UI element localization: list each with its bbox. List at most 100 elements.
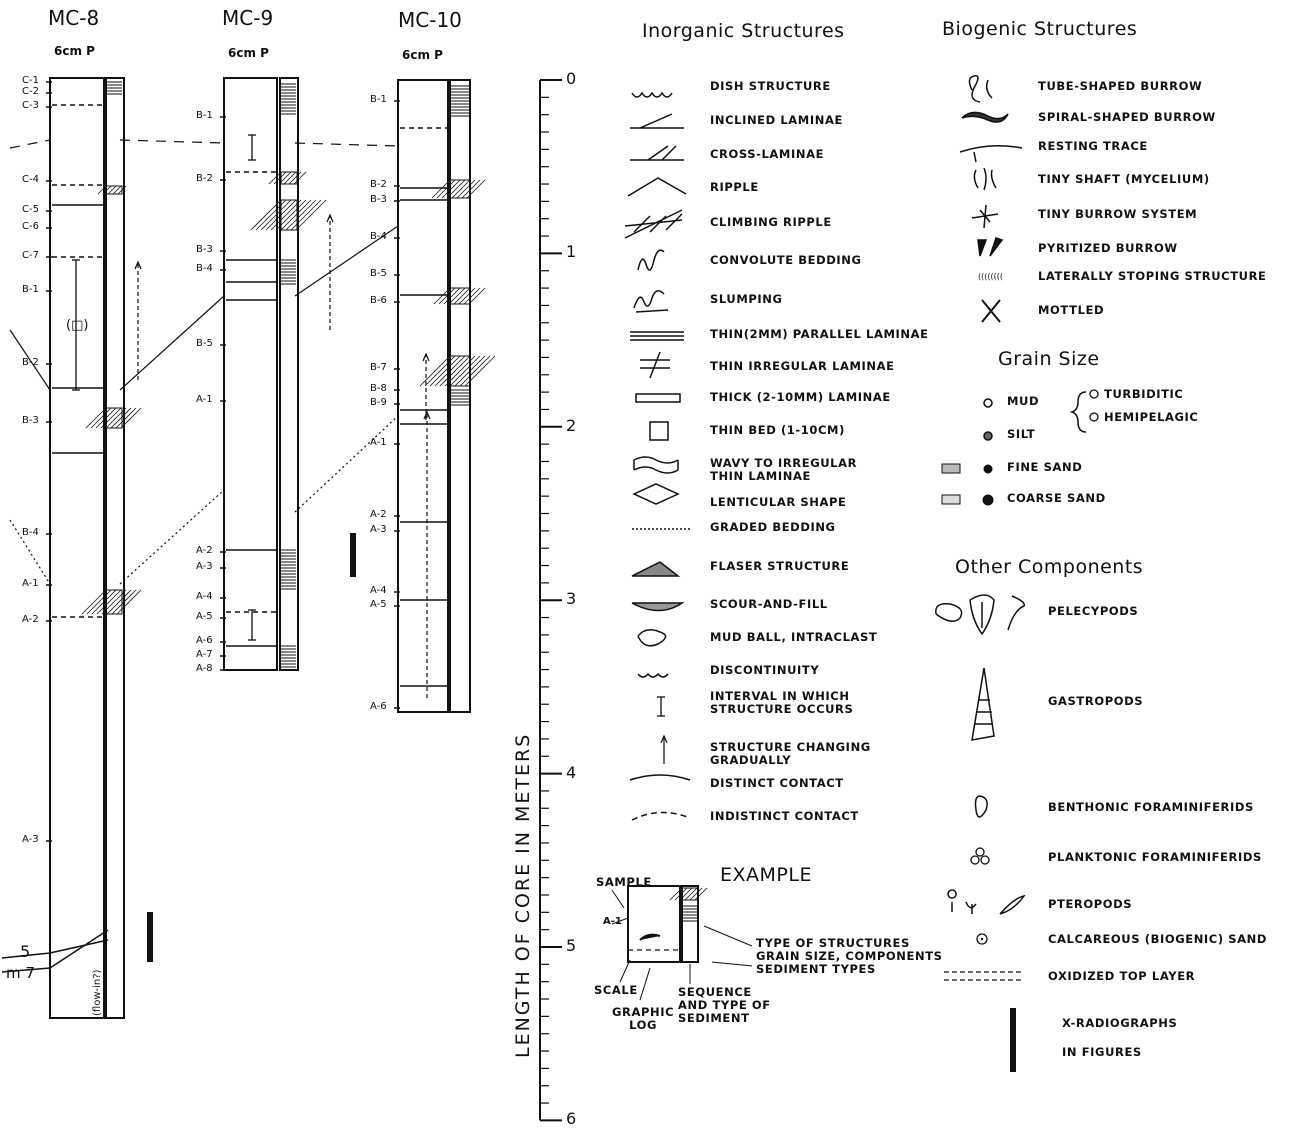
cross-laminae-icon <box>630 146 684 160</box>
xray-bar-mc8 <box>147 912 153 962</box>
sample-label-mc-9-a-3: A-3 <box>196 561 213 572</box>
sample-label-mc-8-a-1: A-1 <box>22 578 39 589</box>
example-pointer <box>704 926 752 946</box>
mc8-scale-m7: m 7 <box>6 964 35 982</box>
mc10-arrow-head <box>423 354 429 361</box>
sample-label-mc-10-a-1: A-1 <box>370 437 387 448</box>
planktonic-foram-icon <box>981 856 989 864</box>
sample-label-mc-9-b-2: B-2 <box>196 173 213 184</box>
sample-label-mc-9-b-5: B-5 <box>196 338 213 349</box>
sample-label-mc-10-b-1: B-1 <box>370 94 387 105</box>
turbiditic-icon <box>1090 390 1098 398</box>
mc8-flow-in-note: (flow-in?) <box>92 970 103 1016</box>
example-sample-label: A-1 <box>603 916 622 927</box>
inorganic-item-12: LENTICULAR SHAPE <box>710 496 847 509</box>
biogenic-item-5: PYRITIZED BURROW <box>1038 242 1178 255</box>
example-pointer <box>612 890 624 908</box>
biogenic-item-2: RESTING TRACE <box>1038 140 1148 153</box>
example-hatch-hatch <box>685 888 697 900</box>
core-title-mc9: MC-9 <box>222 6 273 30</box>
inorganic-item-6: SLUMPING <box>710 293 783 306</box>
sample-label-mc-10-b-2: B-2 <box>370 179 387 190</box>
inclined-laminae-icon <box>630 114 684 128</box>
inorganic-item-18: STRUCTURE OCCURS <box>710 703 853 716</box>
sample-label-mc-8-a-2: A-2 <box>22 614 39 625</box>
example-scale: SCALE <box>594 984 638 997</box>
sample-label-mc-9-b-4: B-4 <box>196 263 213 274</box>
sample-label-mc-8-c-6: C-6 <box>22 221 39 232</box>
sample-label-mc-10-b-4: B-4 <box>370 231 387 242</box>
xray-bar-mc9 <box>350 533 356 577</box>
other-item-6: OXIDIZED TOP LAYER <box>1048 970 1195 983</box>
mc8-flaser-hatch <box>117 590 141 614</box>
benthonic-foram-icon <box>976 796 988 817</box>
sample-label-mc-8-c-7: C-7 <box>22 250 39 261</box>
fine-sand-dot-icon <box>984 465 992 473</box>
axis-tick-label-1: 1 <box>566 242 576 261</box>
example-hatch-hatch <box>690 888 702 900</box>
inorganic-item-2: CROSS-LAMINAE <box>710 148 824 161</box>
coarse-sand-dot-icon <box>983 495 993 505</box>
tiny-shaft-icon <box>974 168 996 190</box>
mc8-flaser-hatch <box>82 590 106 614</box>
flaser-structure-icon <box>632 562 678 576</box>
core-subtitle-mc9: 6cm P <box>228 46 269 60</box>
biogenic-item-6: LATERALLY STOPING STRUCTURE <box>1038 270 1267 283</box>
sample-label-mc-8-c-4: C-4 <box>22 174 39 185</box>
tiny-burrow-icon <box>972 205 998 228</box>
inorganic-item-10: THIN BED (1-10CM) <box>710 424 845 437</box>
axis-tick-label-4: 4 <box>566 763 576 782</box>
mc8-flaser-hatch <box>87 590 111 614</box>
mc9-graphic-log <box>224 78 277 670</box>
core-subtitle-mc8: 6cm P <box>54 44 95 58</box>
example-sequence: SEQUENCE AND TYPE OF SEDIMENT <box>678 986 771 1025</box>
inorganic-item-7: THIN(2MM) PARALLEL LAMINAE <box>710 328 929 341</box>
inorganic-item-13: GRADED BEDDING <box>710 521 836 534</box>
sample-label-mc-10-b-6: B-6 <box>370 295 387 306</box>
correlation-line <box>120 140 224 143</box>
grain-turbiditic: TURBIDITIC <box>1104 388 1183 401</box>
thick-laminae-icon <box>636 394 680 402</box>
mc8-thinbed-symbol: (□) <box>66 318 88 333</box>
mc9-flaser-hatch <box>284 172 296 184</box>
inorganic-item-5: CONVOLUTE BEDDING <box>710 254 862 267</box>
sample-label-mc-9-a-4: A-4 <box>196 591 213 602</box>
mc10-flaser-hatch <box>464 288 480 304</box>
axis-tick-label-0: 0 <box>566 69 576 88</box>
wavy-laminae-icon <box>634 457 678 473</box>
sample-label-mc-10-b-9: B-9 <box>370 397 387 408</box>
mc8-flaser-hatch <box>116 408 136 428</box>
mc10-flaser-hatch <box>437 180 455 198</box>
grain-brace-icon <box>1072 392 1086 432</box>
example-pointer <box>640 968 650 1000</box>
axis-tick-label-6: 6 <box>566 1109 576 1128</box>
sample-label-mc-10-a-2: A-2 <box>370 509 387 520</box>
slumping-icon <box>634 291 668 312</box>
mc8-scale-5: 5 <box>20 942 30 961</box>
gastropod-icon <box>972 668 994 740</box>
convolute-bedding-icon <box>638 250 664 270</box>
thin-bed-icon <box>650 422 668 440</box>
sample-label-mc-8-c-3: C-3 <box>22 100 39 111</box>
x-radiograph-bar-icon <box>1010 1008 1016 1072</box>
calcareous-sand-dot <box>981 938 983 940</box>
sample-label-mc-8-b-1: B-1 <box>22 284 39 295</box>
planktonic-foram-icon <box>976 848 984 856</box>
mc8-sediment-column <box>106 78 124 1018</box>
inorganic-item-16: MUD BALL, INTRACLAST <box>710 631 877 644</box>
example-pointer <box>712 962 752 966</box>
thin-irregular-laminae-icon <box>640 352 670 378</box>
other-item-7: X-RADIOGRAPHS <box>1062 1017 1177 1030</box>
inorganic-item-21: INDISTINCT CONTACT <box>710 810 859 823</box>
sample-label-mc-9-a-5: A-5 <box>196 611 213 622</box>
grain-title: Grain Size <box>998 348 1100 370</box>
inorganic-title: Inorganic Structures <box>642 20 845 42</box>
mc10-flaser-hatch <box>459 288 475 304</box>
biogenic-title: Biogenic Structures <box>942 18 1137 40</box>
sample-label-mc-8-b-4: B-4 <box>22 527 39 538</box>
mc8-graphic-log <box>50 78 104 1018</box>
biogenic-item-3: TINY SHAFT (MYCELIUM) <box>1038 173 1210 186</box>
biogenic-item-7: MOTTLED <box>1038 304 1104 317</box>
sample-label-mc-8-b-3: B-3 <box>22 415 39 426</box>
inorganic-item-3: RIPPLE <box>710 181 759 194</box>
